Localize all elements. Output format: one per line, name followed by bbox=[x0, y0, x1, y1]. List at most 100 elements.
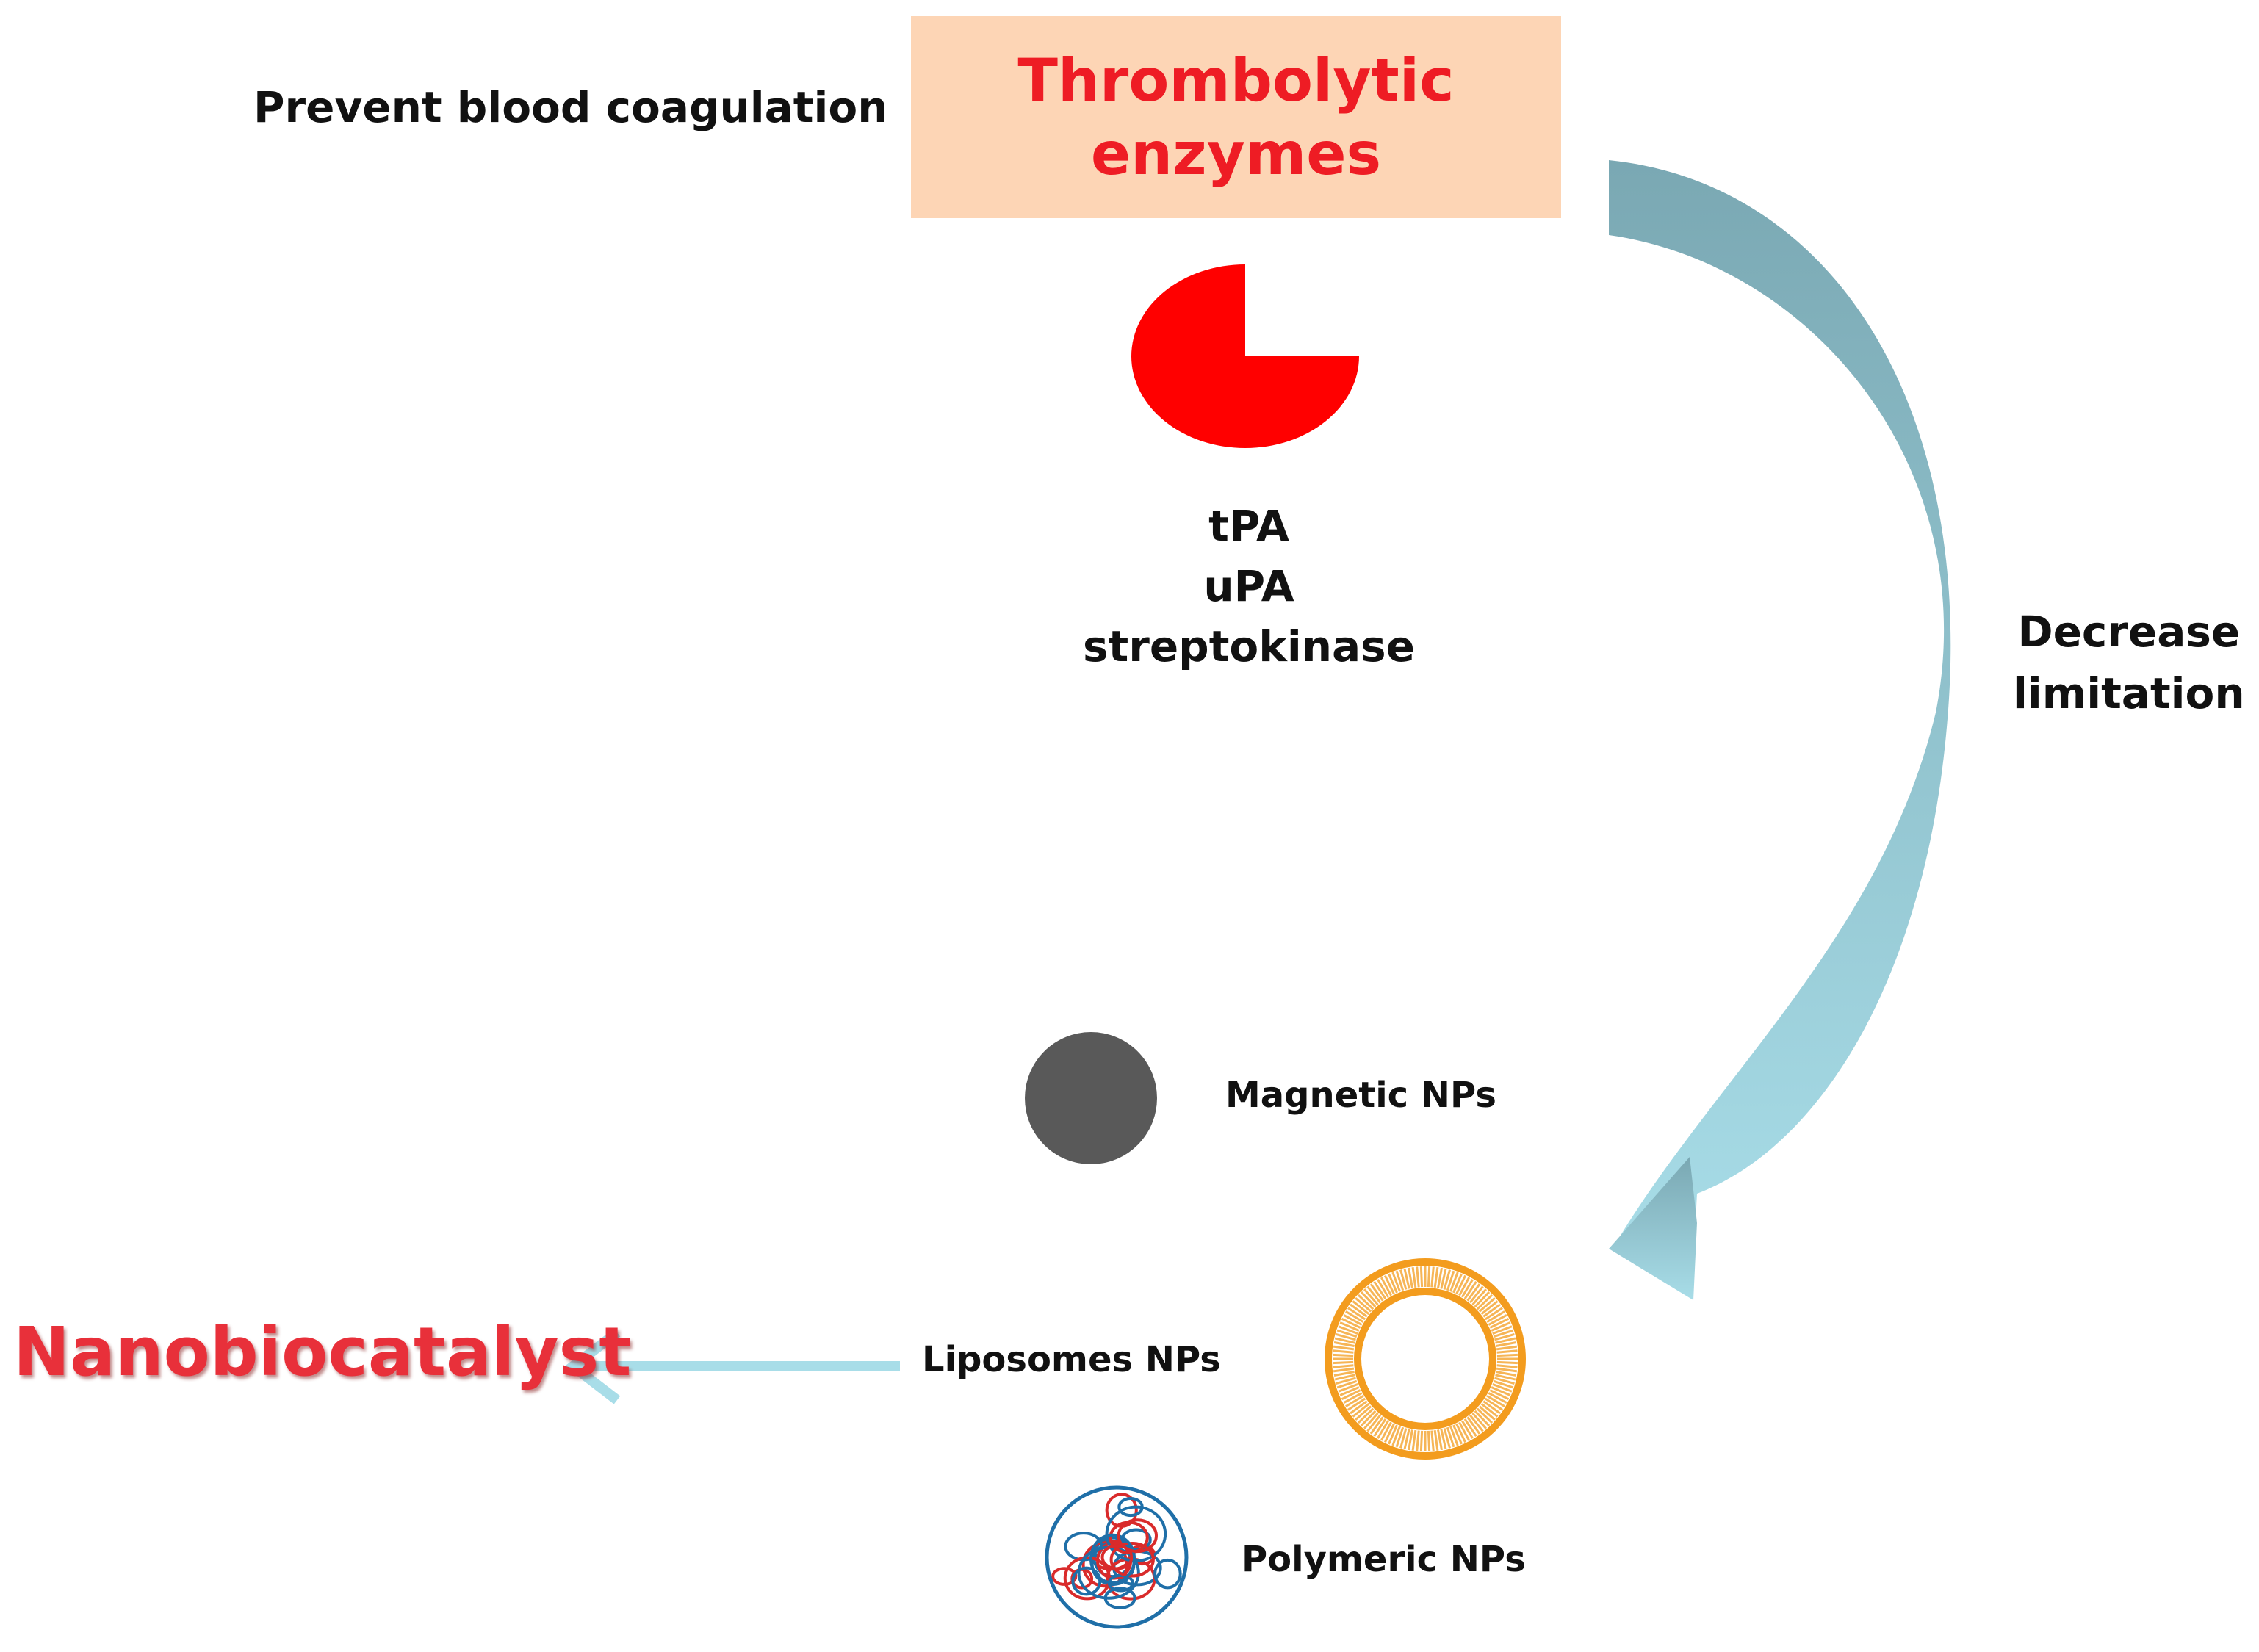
liposome-lipid-tick bbox=[1341, 1389, 1361, 1401]
liposome-lipid-tick bbox=[1347, 1307, 1366, 1321]
enzyme-item-tpa: tPA bbox=[1208, 501, 1289, 551]
liposome-lipid-tick bbox=[1489, 1317, 1510, 1329]
polymer-strand bbox=[1105, 1505, 1167, 1562]
liposome-lipid-tick bbox=[1373, 1418, 1387, 1437]
liposome-lipid-tick bbox=[1416, 1430, 1420, 1451]
liposome-lipid-tick bbox=[1427, 1430, 1431, 1451]
liposome-lipid-tick bbox=[1338, 1325, 1358, 1335]
liposome-lipid-tick bbox=[1474, 1291, 1491, 1308]
liposome-lipid-tick bbox=[1494, 1333, 1515, 1341]
liposome-lipid-tick bbox=[1416, 1266, 1420, 1288]
enzyme-pie-icon bbox=[1131, 264, 1359, 448]
curved-arrow-head bbox=[1609, 1157, 1697, 1300]
liposome-lipid-tick bbox=[1496, 1345, 1518, 1351]
liposome-lipid-tick bbox=[1399, 1428, 1408, 1449]
liposome-lipid-tick bbox=[1480, 1402, 1499, 1418]
liposome-lipid-tick bbox=[1452, 1273, 1463, 1294]
liposome-lipid-tick bbox=[1369, 1283, 1384, 1302]
liposome-lipid-tick bbox=[1430, 1266, 1435, 1288]
liposome-lipid-tick bbox=[1430, 1430, 1435, 1451]
liposome-lipid-tick bbox=[1338, 1383, 1358, 1393]
liposome-lipid-tick bbox=[1357, 1407, 1375, 1424]
polymeric-np-outline bbox=[1045, 1485, 1189, 1629]
liposome-lipid-tick bbox=[1458, 1277, 1471, 1296]
liposome-lipid-tick bbox=[1336, 1329, 1358, 1338]
liposome-lipid-tick bbox=[1482, 1303, 1501, 1318]
decrease-limitation-label: Decrease limitation bbox=[2013, 607, 2245, 718]
liposome-lipid-tick bbox=[1408, 1429, 1413, 1451]
liposome-lipid-tick bbox=[1489, 1389, 1510, 1401]
liposome-lipid-tick bbox=[1388, 1273, 1398, 1294]
liposome-lipid-tick bbox=[1343, 1392, 1363, 1404]
liposome-lipid-tick bbox=[1496, 1367, 1518, 1373]
liposome-lipid-tick bbox=[1411, 1429, 1417, 1451]
liposome-icon bbox=[1325, 1258, 1526, 1460]
liposome-inner-ring bbox=[1354, 1288, 1496, 1430]
liposome-lipid-tick bbox=[1339, 1386, 1360, 1396]
polymer-strand bbox=[1117, 1518, 1158, 1554]
liposome-lipid-tick bbox=[1355, 1296, 1372, 1313]
liposome-lipid-tick bbox=[1492, 1383, 1513, 1393]
liposome-lipid-tick bbox=[1443, 1428, 1451, 1449]
liposome-lipid-tick bbox=[1411, 1266, 1417, 1288]
liposome-lipid-tick bbox=[1355, 1405, 1372, 1421]
liposome-lipid-tick bbox=[1484, 1307, 1503, 1321]
liposome-lipid-tick bbox=[1484, 1397, 1503, 1411]
liposome-lipid-tick bbox=[1458, 1421, 1471, 1441]
enzyme-item-streptokinase: streptokinase bbox=[1082, 621, 1416, 671]
liposome-lipid-tick bbox=[1455, 1274, 1467, 1295]
liposome-lipid-tick bbox=[1373, 1281, 1387, 1300]
liposome-lipid-tick bbox=[1452, 1424, 1463, 1445]
liposome-lipid-tick bbox=[1446, 1270, 1455, 1291]
liposome-lipid-tick bbox=[1360, 1410, 1377, 1427]
liposome-lipid-tick bbox=[1460, 1420, 1474, 1439]
liposome-lipid-tick bbox=[1380, 1277, 1392, 1296]
curved-arrow-shape bbox=[1609, 160, 1951, 1263]
liposome-lipid-tick bbox=[1403, 1268, 1410, 1289]
liposome-lipid-tick bbox=[1403, 1429, 1410, 1450]
magnetic-nps-label: Magnetic NPs bbox=[1225, 1075, 1496, 1116]
liposome-lipid-tick bbox=[1466, 1283, 1481, 1302]
liposome-outer-ring bbox=[1325, 1258, 1526, 1460]
liposome-lipid-tick bbox=[1443, 1269, 1451, 1290]
polymer-strand bbox=[1153, 1558, 1182, 1590]
liposome-lipid-tick bbox=[1469, 1285, 1484, 1304]
polymer-strand bbox=[1089, 1533, 1136, 1584]
liposome-lipid-tick bbox=[1440, 1268, 1447, 1289]
liposome-lipid-tick bbox=[1478, 1296, 1496, 1313]
liposome-lipid-tick bbox=[1369, 1416, 1384, 1435]
liposome-lipid-tick bbox=[1427, 1266, 1431, 1288]
liposome-lipid-tick bbox=[1366, 1414, 1382, 1432]
thrombolytic-enzymes-box: Thrombolytic enzymes bbox=[911, 16, 1561, 218]
liposome-lipid-tick bbox=[1391, 1426, 1401, 1446]
liposome-lipid-tick bbox=[1433, 1266, 1439, 1288]
liposome-lipid-tick bbox=[1466, 1416, 1481, 1435]
liposome-lipid-tick bbox=[1419, 1266, 1424, 1288]
liposome-lipid-tick bbox=[1333, 1360, 1354, 1365]
liposome-lipid-tick bbox=[1334, 1337, 1355, 1344]
liposome-lipid-tick bbox=[1496, 1360, 1518, 1365]
liposome-lipid-tick bbox=[1360, 1291, 1377, 1308]
nanobiocatalyst-label: Nanobiocatalyst bbox=[13, 1313, 632, 1391]
liposome-lipid-tick bbox=[1496, 1341, 1517, 1347]
liposome-lipid-tick bbox=[1495, 1374, 1516, 1381]
liposome-lipid-tick bbox=[1363, 1288, 1379, 1306]
liposome-lipid-tick bbox=[1380, 1421, 1392, 1441]
liposome-lipid-tick bbox=[1491, 1386, 1511, 1396]
liposome-lipid-tick bbox=[1496, 1364, 1518, 1368]
polymer-strand bbox=[1103, 1587, 1136, 1609]
liposome-lipid-tick bbox=[1388, 1424, 1398, 1445]
liposome-lipid-tick bbox=[1482, 1400, 1501, 1415]
liposome-lipid-tick bbox=[1333, 1345, 1355, 1351]
liposome-lipid-tick bbox=[1383, 1423, 1395, 1443]
liposome-lipid-tick bbox=[1333, 1349, 1354, 1354]
liposome-lipid-tick bbox=[1469, 1414, 1484, 1432]
liposome-lipid-tick bbox=[1480, 1300, 1499, 1316]
liposome-lipid-tick bbox=[1486, 1310, 1505, 1324]
liposome-lipid-tick bbox=[1341, 1317, 1361, 1329]
liposome-lipid-tick bbox=[1333, 1371, 1355, 1377]
liposome-lipid-tick bbox=[1488, 1313, 1507, 1326]
liposome-lipid-tick bbox=[1350, 1303, 1368, 1318]
enzyme-pie-shape bbox=[1131, 264, 1359, 448]
liposome-lipid-tick bbox=[1333, 1341, 1355, 1347]
